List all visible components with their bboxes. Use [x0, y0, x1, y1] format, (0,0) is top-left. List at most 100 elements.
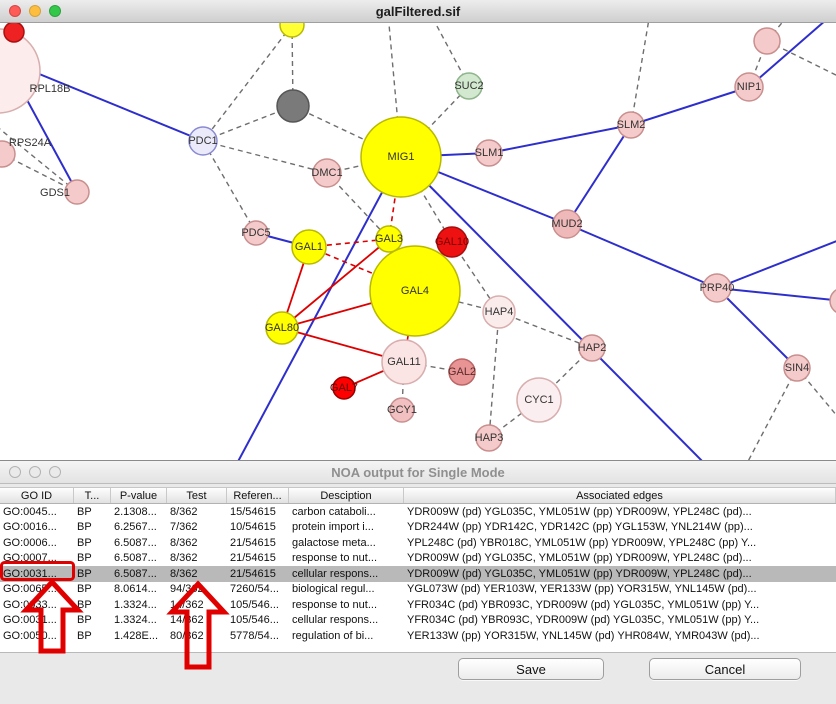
edge-PRP40-right-edge-pink[interactable]: [716, 287, 836, 302]
table-cell: 2.1308...: [114, 505, 157, 518]
column-header[interactable]: P-value: [111, 488, 167, 503]
edge-NIP1-off[interactable]: [748, 23, 834, 88]
node-SLM1[interactable]: [475, 139, 503, 167]
node-GAL7[interactable]: [332, 376, 356, 400]
zoom-button[interactable]: [49, 466, 61, 478]
edge-SUC2-off[interactable]: [430, 23, 470, 87]
node-SLM2[interactable]: [617, 111, 645, 139]
edge-PDC1-DMC1[interactable]: [202, 140, 328, 174]
node-MUD2[interactable]: [552, 209, 582, 239]
node-SUC2[interactable]: [455, 72, 483, 100]
edge-SLM2-off[interactable]: [630, 23, 650, 126]
edge-GAL80-GAL3[interactable]: [281, 238, 390, 329]
edge-SLM1-SLM2[interactable]: [488, 124, 632, 154]
edge-MIG1-SUC2[interactable]: [400, 85, 470, 158]
edge-SLM2-MUD2[interactable]: [566, 124, 632, 225]
table-cell: 6.5087...: [114, 567, 157, 580]
node-HAP4[interactable]: [482, 295, 516, 329]
edge-MUD2-PRP40[interactable]: [566, 223, 718, 289]
minimize-button[interactable]: [29, 5, 41, 17]
column-header[interactable]: T...: [74, 488, 111, 503]
node-gray-node[interactable]: [276, 89, 310, 123]
edge-MIG1-off[interactable]: [234, 156, 402, 460]
node-GCY1[interactable]: [389, 397, 415, 423]
edge-PRP40-SIN4[interactable]: [716, 287, 798, 369]
minimize-button[interactable]: [29, 466, 41, 478]
column-header[interactable]: Desciption: [289, 488, 404, 503]
zoom-button[interactable]: [49, 5, 61, 17]
edge-off-GDS1[interactable]: [0, 23, 78, 193]
edge-HAP4-HAP2[interactable]: [498, 311, 593, 349]
save-button[interactable]: Save: [458, 658, 604, 680]
edge-MIG1-GAL10[interactable]: [400, 156, 453, 243]
table-cell: 21/54615: [230, 552, 276, 565]
node-MIG1[interactable]: [360, 116, 442, 198]
node-DMC1[interactable]: [312, 158, 342, 188]
close-button[interactable]: [9, 466, 21, 478]
node-CYC1[interactable]: [516, 377, 562, 423]
edge-DMC1-GAL3[interactable]: [326, 172, 390, 240]
edge-GAL3-MIG1[interactable]: [388, 156, 402, 240]
table-cell: GO:0031...: [3, 614, 57, 627]
node-GAL11[interactable]: [381, 339, 427, 385]
node-GAL3[interactable]: [375, 225, 403, 253]
edge-HAP4-HAP3[interactable]: [488, 311, 500, 439]
column-header[interactable]: GO ID: [0, 488, 74, 503]
node-corner-pale[interactable]: [0, 28, 41, 114]
node-PRP40[interactable]: [702, 273, 732, 303]
node-label-MIG1: MIG1: [388, 151, 415, 163]
edge-GAL1-GAL4[interactable]: [308, 246, 416, 292]
cancel-button[interactable]: Cancel: [649, 658, 801, 680]
node-PDC5[interactable]: [243, 220, 269, 246]
edge-PDC5-PDC1[interactable]: [202, 140, 257, 234]
table-cell: 8.0614...: [114, 583, 157, 596]
column-header[interactable]: Referen...: [227, 488, 289, 503]
node-PDC1[interactable]: [188, 126, 218, 156]
node-HAP2[interactable]: [578, 334, 606, 362]
edge-top-yellow-PDC1[interactable]: [202, 24, 293, 142]
edge-MIG1-off[interactable]: [400, 156, 710, 460]
node-GAL10[interactable]: [436, 226, 468, 258]
edge-top-right-pink-off[interactable]: [766, 23, 790, 42]
node-NIP1[interactable]: [734, 72, 764, 102]
node-GAL4[interactable]: [369, 245, 461, 337]
node-RPS24A[interactable]: [0, 140, 16, 168]
edge-top-right-pink-off[interactable]: [766, 40, 836, 81]
node-HAP3[interactable]: [475, 424, 503, 452]
node-GAL1[interactable]: [291, 229, 327, 265]
column-header[interactable]: Associated edges: [404, 488, 836, 503]
edge-MIG1-off[interactable]: [388, 23, 402, 158]
node-top-yellow[interactable]: [279, 23, 305, 38]
noa-window-titlebar[interactable]: NOA output for Single Mode: [0, 461, 836, 484]
network-canvas[interactable]: RPL18BRPS24AGDS1PDC1DMC1MIG1SUC2SLM1SLM2…: [0, 23, 836, 460]
node-SIN4[interactable]: [783, 354, 811, 382]
close-button[interactable]: [9, 5, 21, 17]
edge-GDS1-off[interactable]: [0, 121, 78, 193]
edge-PRP40-off[interactable]: [716, 235, 836, 289]
node-GDS1[interactable]: [64, 179, 90, 205]
edge-SLM2-NIP1[interactable]: [630, 86, 750, 126]
table-cell: galactose meta...: [292, 536, 376, 549]
node-top-right-pink[interactable]: [753, 27, 781, 55]
node-label-corner-pale: RPL18B: [30, 83, 71, 95]
edge-PDC1-gray-node[interactable]: [202, 105, 294, 142]
edge-SIN4-off[interactable]: [744, 367, 798, 460]
node-corner-red[interactable]: [3, 23, 25, 43]
node-GAL2[interactable]: [448, 358, 476, 386]
column-header[interactable]: Test: [167, 488, 227, 503]
node-GAL80[interactable]: [265, 311, 299, 345]
network-window-titlebar[interactable]: galFiltered.sif: [0, 0, 836, 23]
node-right-edge-pink[interactable]: [829, 288, 836, 314]
table-cell: GO:0033...: [3, 598, 57, 611]
